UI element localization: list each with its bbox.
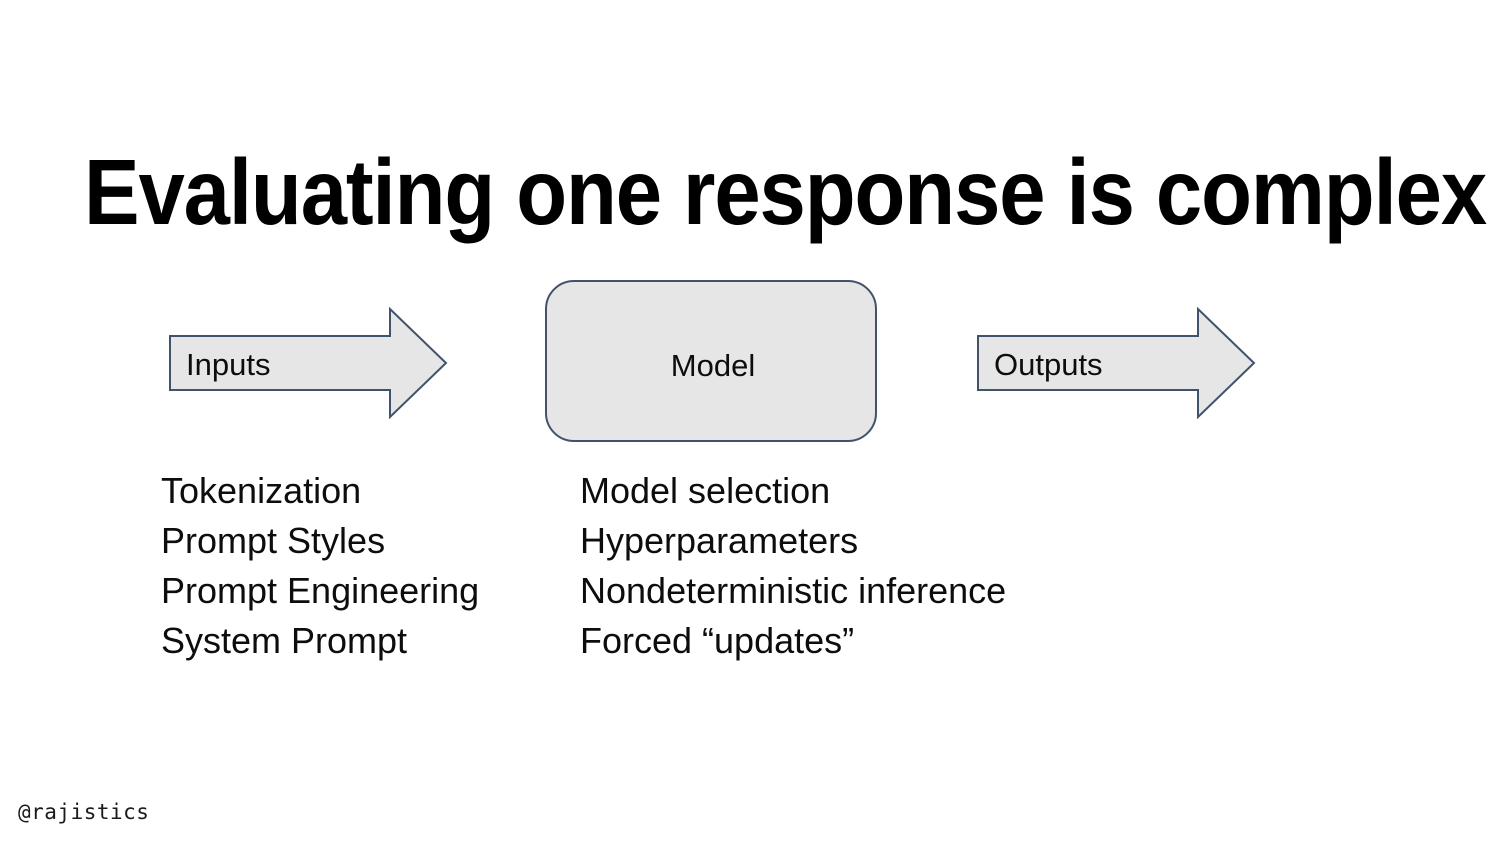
outputs-arrow-icon (977, 307, 1256, 419)
inputs-arrow-icon (169, 307, 448, 419)
author-handle-watermark: @rajistics (18, 800, 150, 824)
flow-stage-model[interactable]: Model (545, 280, 877, 442)
list-item: Prompt Engineering (161, 570, 480, 611)
list-item: Prompt Styles (161, 520, 386, 561)
list-item: Nondeterministic inference (580, 570, 1007, 611)
list-item: Hyperparameters (580, 520, 859, 561)
model-factor-list: Model selection Hyperparameters Nondeter… (580, 466, 1006, 666)
list-item: Model selection (580, 470, 831, 511)
list-item: Tokenization (161, 470, 362, 511)
list-item: System Prompt (161, 620, 408, 661)
inputs-factor-list: Tokenization Prompt Styles Prompt Engine… (161, 466, 479, 666)
list-item: Forced “updates” (580, 620, 855, 661)
outputs-arrow-label: Outputs (994, 347, 1103, 382)
model-box-label: Model (670, 348, 756, 383)
inputs-arrow-label: Inputs (186, 347, 271, 382)
page-title: Evaluating one response is complex (84, 140, 1487, 245)
